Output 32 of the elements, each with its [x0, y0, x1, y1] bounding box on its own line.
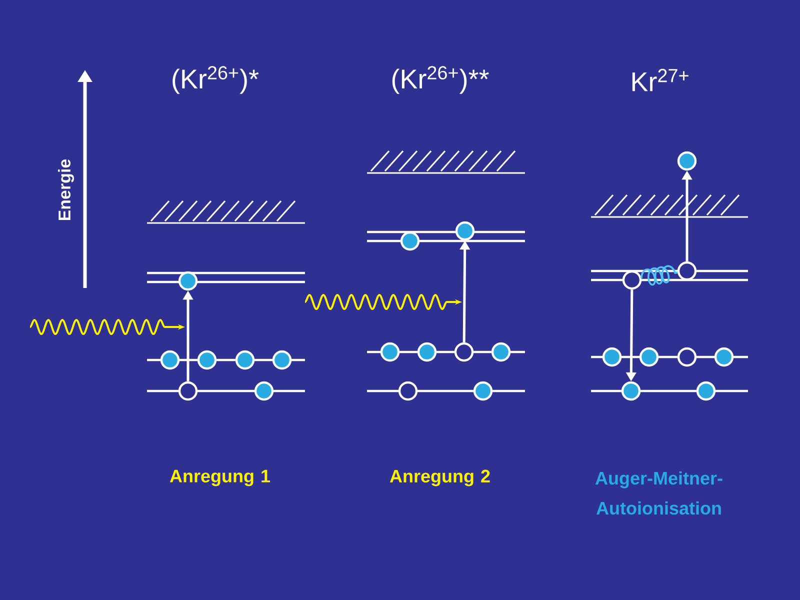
electron-circle: [696, 381, 716, 401]
electron-circle: [714, 347, 734, 367]
electron-circle: [639, 347, 659, 367]
electron-circle: [602, 347, 622, 367]
state-label: (Kr$^{26+}$)*: [172, 66, 259, 94]
electron-circle: [677, 151, 697, 171]
electron-circle: [254, 381, 274, 401]
electron-circle: [178, 271, 198, 291]
electron-circle: [197, 350, 217, 370]
electron-circle: [622, 270, 642, 290]
electron-circle: [380, 342, 400, 362]
electron-circle: [621, 381, 641, 401]
axis-label: Energie: [58, 159, 74, 220]
electron-circle: [677, 261, 697, 281]
electron-circle: [417, 342, 437, 362]
electron-circle: [455, 221, 475, 241]
state-label: Kr$^{27+}$: [632, 68, 688, 92]
electron-circle: [272, 350, 292, 370]
process-label: Auger-Meitner-Autoionisation: [595, 471, 722, 515]
electron-circle: [454, 342, 474, 362]
electron-circle: [235, 350, 255, 370]
coupling-wave: [640, 265, 678, 286]
electron-circle: [677, 347, 697, 367]
electron-circle: [160, 350, 180, 370]
electron-circle: [491, 342, 511, 362]
electron-circle: [400, 231, 420, 251]
electron-circle: [473, 381, 493, 401]
electron-circle: [178, 381, 198, 401]
process-label: Anregung 1: [170, 470, 270, 486]
process-label: Anregung 2: [390, 470, 490, 486]
electron-circle: [398, 381, 418, 401]
state-label: (Kr$^{26+}$)**: [392, 66, 489, 94]
